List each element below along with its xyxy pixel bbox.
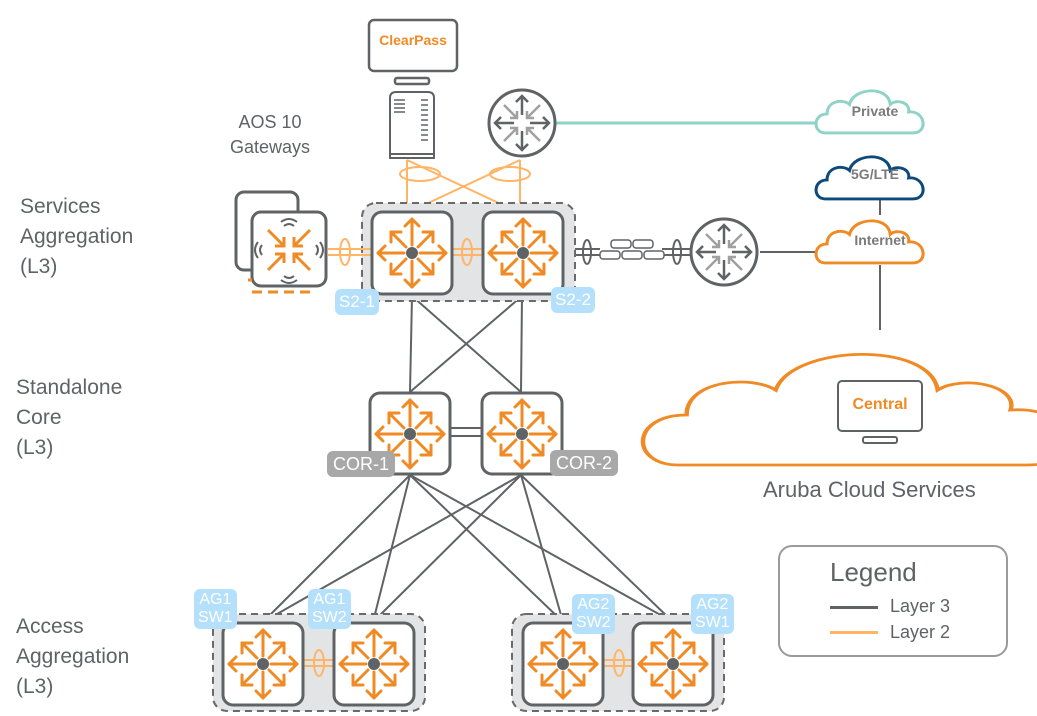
cloud-internet-label: Internet	[854, 232, 906, 248]
badge-cor-1: COR-1	[327, 451, 396, 477]
tier-label-services: Services Aggregation (L3)	[20, 195, 134, 278]
switch-cor-2	[480, 391, 564, 476]
legend: Legend Layer 3 Layer 2	[778, 545, 1008, 657]
gateways-label: AOS 10 Gateways	[229, 112, 311, 157]
layer3-links-core-access	[262, 474, 674, 623]
tier-label-access: Access Aggregation (L3)	[16, 615, 130, 698]
clearpass-label: ClearPass	[379, 32, 447, 48]
switch-ag1-sw2	[332, 621, 416, 707]
badge-cor-2: COR-2	[550, 450, 619, 476]
cloud-lte-label: 5G/LTE	[851, 166, 899, 182]
switch-ag2-sw1	[631, 621, 715, 707]
tier-label-core: Standalone Core (L3)	[16, 376, 123, 459]
switch-s2-1	[370, 210, 454, 296]
ag-l2-links	[302, 649, 636, 677]
cloud-services-label: Aruba Cloud Services	[763, 477, 976, 502]
switch-ag1-sw1	[221, 621, 305, 707]
router-icon-top	[487, 88, 557, 158]
legend-layer2-label: Layer 2	[890, 622, 951, 642]
switch-ag2-sw2	[521, 621, 605, 707]
badge-s2-2: S2-2	[551, 287, 595, 313]
central-monitor-icon	[837, 380, 923, 444]
badge-ag2-sw1: AG2 SW1	[691, 594, 734, 634]
legend-layer3-swatch	[830, 606, 878, 609]
central-label: Central	[852, 396, 908, 413]
legend-layer3-label: Layer 3	[890, 596, 951, 616]
cloud-private-label: Private	[851, 103, 899, 119]
gateway-icon	[234, 190, 328, 294]
router-icon-wan	[689, 217, 759, 287]
core-interlink	[450, 427, 482, 437]
firewall-icon	[599, 239, 665, 260]
switch-s2-2	[481, 210, 565, 296]
gateway-link	[328, 238, 484, 266]
legend-title: Legend	[830, 557, 917, 587]
badge-s2-1: S2-1	[335, 289, 379, 315]
badge-ag2-sw2: AG2 SW2	[572, 594, 615, 634]
layer3-links-s2-core	[409, 295, 523, 393]
badge-ag1-sw2: AG1 SW2	[308, 589, 351, 629]
badge-ag1-sw1: AG1 SW1	[194, 589, 237, 629]
clearpass-monitor-icon	[367, 18, 459, 86]
legend-layer2-swatch	[830, 631, 878, 634]
server-icon	[389, 91, 435, 159]
